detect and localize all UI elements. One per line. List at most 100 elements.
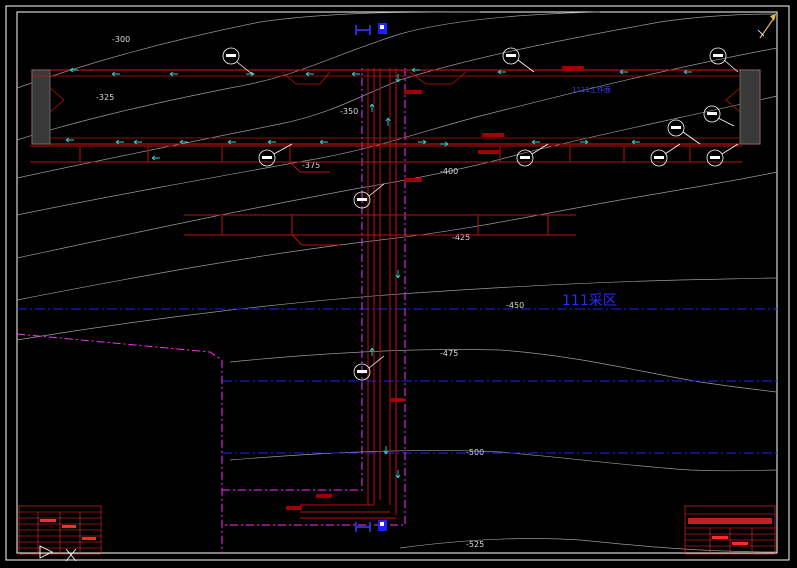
callout-symbol [357,198,367,201]
incline-marker [404,178,422,182]
callout-leader [368,183,385,197]
contour-line [16,171,778,301]
airflow-arrow [169,71,178,77]
panel-end-arrow [49,87,65,113]
contour-line [229,349,778,393]
panel-notch [281,71,331,85]
airflow-arrow [619,69,628,75]
incline-marker [482,133,504,137]
panel-left-pillar [31,69,51,145]
contour-label: -525 [466,540,484,549]
airflow-arrow [227,139,236,145]
shaft-markers [355,23,387,532]
panel-label: 1111工作面 [572,85,611,94]
callout-symbol [262,156,272,159]
airflow-arrow [531,139,540,145]
airflow-arrow [683,69,692,75]
airflow-arrow [246,71,255,77]
airflow-arrow [631,139,640,145]
incline-marker [478,150,500,154]
panel-right-pillar [739,69,761,145]
contour-line [16,13,778,179]
callout-bubble [516,149,534,167]
outer-frame [5,5,790,561]
airflow-arrow [305,71,314,77]
callout-leader [717,117,735,127]
contour-label: -350 [340,107,358,116]
callout-bubble [667,119,685,137]
boundary-line [222,68,363,491]
contour-label: -475 [440,349,458,358]
inner-frame [16,11,778,554]
main-inclines [286,68,504,519]
shaft-marker-icon [355,522,371,532]
callout-leader [273,143,293,155]
airflow-arrow [395,74,401,83]
shaft-marker-icon [380,25,384,29]
callout-leader [236,61,253,75]
contour-label: -450 [506,301,524,310]
callout-bubble [709,47,727,65]
callout-bubble [353,363,371,381]
airflow-arrow [369,347,375,356]
airflow-arrows [65,67,692,479]
callout-symbol [707,112,717,115]
callout-leader [723,59,739,73]
callout-bubble [353,191,371,209]
airflow-arrow [65,137,74,143]
legend-table [18,505,102,555]
contour-line [399,538,778,553]
zone-boundary-lines [17,308,777,454]
airflow-arrow [351,71,360,77]
boundary-line [16,333,223,553]
contour-line [16,277,778,341]
mining-boundary [16,68,406,553]
airflow-arrow [395,470,401,479]
haulage-roadway [30,145,742,173]
callout-symbol [671,126,681,129]
callout-bubble [222,47,240,65]
contour-line [16,95,778,259]
roadway-branch [291,234,340,246]
contour-line [229,450,778,472]
shaft-marker-icon [355,25,371,35]
callout-leader [664,143,681,155]
callout-leader [682,131,701,145]
boundary-line [222,68,406,526]
panel-marker [562,66,584,71]
airflow-arrow [418,139,427,145]
contour-label: -425 [452,233,470,242]
contour-label: -375 [302,161,320,170]
incline-marker [316,494,332,498]
callout-symbol [654,156,664,159]
callouts [222,47,739,381]
shaft-marker-icon [380,522,384,526]
panel-end-arrow [725,87,741,113]
title-block [684,505,776,555]
callout-symbol [710,156,720,159]
callout-symbol [506,54,516,57]
airflow-arrow [580,139,589,145]
panel-notch [409,71,467,85]
ucs-icon [39,545,77,562]
callout-leader [721,143,739,155]
airflow-arrow [115,139,124,145]
contour-label: -300 [112,35,130,44]
airflow-arrow [440,141,449,147]
contour-lines [16,11,778,553]
airflow-arrow [383,446,389,455]
contour-line [16,47,778,216]
callout-leader [531,143,549,155]
callout-bubble [650,149,668,167]
airflow-arrow [411,67,420,73]
contour-label: -325 [96,93,114,102]
airflow-arrow [385,117,391,126]
north-arrow-icon [757,14,776,39]
contour-labels: -300 -325 -350 -375 -400 -425 -450 -475 … [96,35,524,549]
airflow-arrow [111,71,120,77]
incline-marker [390,398,404,402]
airflow-arrow [497,69,506,75]
callout-bubble [703,105,721,123]
